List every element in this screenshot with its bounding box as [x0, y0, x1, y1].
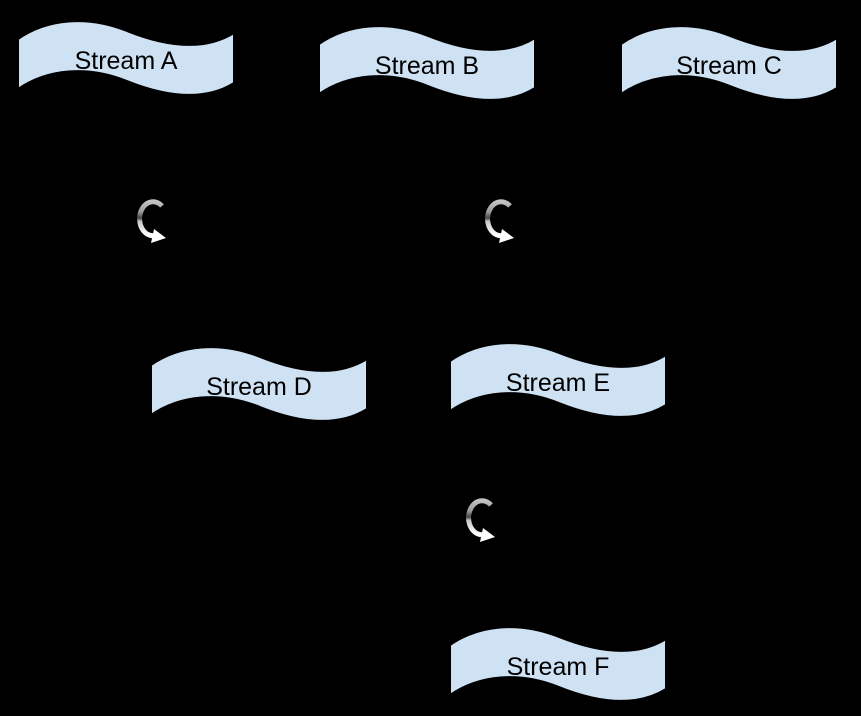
- node-stream-c: Stream C: [620, 23, 838, 105]
- node-stream-d: Stream D: [150, 344, 368, 426]
- wave-shape: [150, 346, 368, 422]
- loop-arrow-icon: [133, 200, 166, 244]
- loop-arrow-icon: [481, 200, 514, 244]
- wave-shape: [620, 25, 838, 101]
- node-stream-b: Stream B: [318, 23, 536, 105]
- wave-shape: [449, 626, 667, 702]
- loop-arrow-icon: [462, 499, 495, 543]
- node-stream-a: Stream A: [17, 18, 235, 100]
- wave-shape: [318, 25, 536, 101]
- wave-shape: [17, 20, 235, 96]
- wave-shape: [449, 342, 667, 418]
- node-stream-e: Stream E: [449, 340, 667, 422]
- node-stream-f: Stream F: [449, 624, 667, 706]
